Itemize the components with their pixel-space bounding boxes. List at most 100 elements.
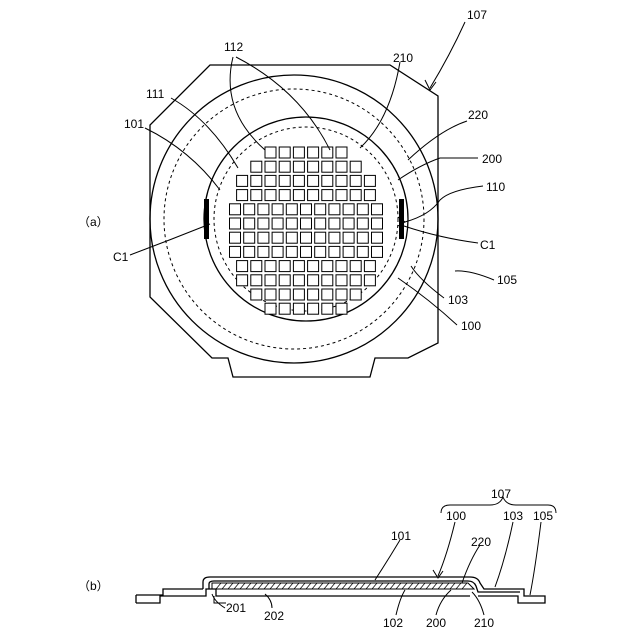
hatch-line — [234, 583, 239, 589]
hatch-line — [264, 583, 269, 589]
ref-105-b: 105 — [533, 509, 553, 523]
chip-cell — [265, 147, 276, 158]
hatch-line — [276, 583, 281, 589]
panel-label-a: （a） — [78, 215, 109, 229]
hatch-line — [288, 583, 293, 589]
ref-101-a: 101 — [124, 117, 144, 131]
chip-cell — [258, 232, 269, 243]
chip-cell — [272, 204, 283, 215]
chip-cell — [258, 204, 269, 215]
chip-cell — [350, 161, 361, 172]
ref-105-a: 105 — [497, 273, 517, 287]
chip-cell — [350, 275, 361, 286]
hatch-line — [396, 583, 401, 589]
chip-cell — [329, 218, 340, 229]
chip-cell — [286, 246, 297, 257]
figure-b: （b） — [78, 487, 556, 630]
chip-cell — [244, 246, 255, 257]
hatch-line — [324, 583, 329, 589]
panel-label-b: （b） — [78, 579, 109, 593]
chip-cell — [308, 303, 319, 314]
chip-cell — [265, 303, 276, 314]
chip-cell — [343, 232, 354, 243]
chip-cell — [251, 275, 262, 286]
ref-102: 102 — [383, 616, 403, 630]
chip-cell — [272, 218, 283, 229]
chip-cell — [230, 218, 241, 229]
chip-cell — [322, 275, 333, 286]
chip-cell — [308, 289, 319, 300]
chip-cell — [272, 246, 283, 257]
chip-cell — [357, 232, 368, 243]
hatch-line — [282, 583, 287, 589]
hatch-line — [336, 583, 341, 589]
ref-210-b: 210 — [474, 616, 494, 630]
chip-cell — [315, 218, 326, 229]
chip-cell — [279, 175, 290, 186]
chip-cell — [350, 190, 361, 201]
chip-cell — [293, 161, 304, 172]
chip-cell — [308, 275, 319, 286]
hatch-line — [252, 583, 257, 589]
hatch-line — [384, 583, 389, 589]
ref-100-b: 100 — [446, 509, 466, 523]
chip-cell — [301, 204, 312, 215]
hatch-line — [378, 583, 383, 589]
ref-111: 111 — [146, 87, 165, 101]
chip-cell — [336, 190, 347, 201]
hatch-line — [228, 583, 233, 589]
chip-cell — [237, 190, 248, 201]
hatch-line — [390, 583, 395, 589]
hatch-line — [222, 583, 227, 589]
ref-110: 110 — [486, 180, 505, 194]
ref-c1-right: C1 — [480, 238, 496, 252]
chip-cell — [251, 190, 262, 201]
chip-cell — [322, 289, 333, 300]
chip-cell — [251, 161, 262, 172]
chip-cell — [357, 204, 368, 215]
chip-cell — [265, 161, 276, 172]
chip-cell — [322, 161, 333, 172]
chip-cell — [293, 275, 304, 286]
chip-cell — [372, 204, 383, 215]
chip-cell — [286, 232, 297, 243]
hatch-line — [450, 583, 455, 589]
hatch-line — [366, 583, 371, 589]
hatch-line — [246, 583, 251, 589]
chip-cell — [372, 218, 383, 229]
chip-cell — [336, 175, 347, 186]
hatch-line — [414, 583, 419, 589]
chip-cell — [279, 147, 290, 158]
hatch-line — [342, 583, 347, 589]
ref-220-b: 220 — [471, 535, 491, 549]
chip-cell — [293, 147, 304, 158]
chip-cell — [322, 261, 333, 272]
chip-cell — [279, 275, 290, 286]
chip-cell — [364, 261, 375, 272]
chip-cell — [279, 261, 290, 272]
chip-cell — [343, 204, 354, 215]
chip-cell — [251, 175, 262, 186]
chip-cell — [279, 289, 290, 300]
chip-cell — [329, 204, 340, 215]
chip-cell — [237, 275, 248, 286]
chip-cell — [336, 275, 347, 286]
chip-cell — [329, 246, 340, 257]
chip-cell — [308, 261, 319, 272]
hatch-line — [462, 583, 467, 589]
ref-200-b: 200 — [426, 616, 446, 630]
chip-cell — [350, 289, 361, 300]
chip-cell — [336, 147, 347, 158]
chip-cell — [372, 246, 383, 257]
chip-cell — [322, 175, 333, 186]
ref-210-a: 210 — [393, 51, 413, 65]
chip-cell — [293, 190, 304, 201]
chip-cell — [322, 147, 333, 158]
chip-cell — [230, 232, 241, 243]
ref-100-a: 100 — [461, 319, 481, 333]
chip-cell — [265, 175, 276, 186]
chip-cell — [293, 289, 304, 300]
chip-cell — [279, 161, 290, 172]
ref-201: 201 — [226, 601, 246, 615]
